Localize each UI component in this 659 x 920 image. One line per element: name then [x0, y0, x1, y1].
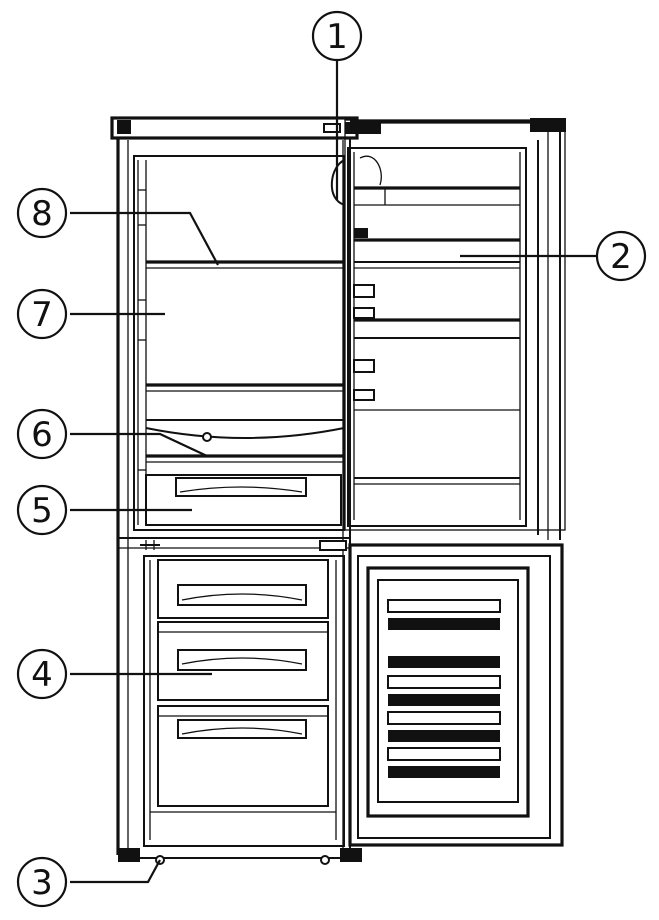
leader-6	[70, 432, 208, 457]
callout-4-label: 4	[31, 655, 53, 695]
leader-8	[70, 211, 219, 266]
fridge-cabinet	[110, 116, 362, 865]
callout-1: 1	[311, 10, 363, 62]
freezer-drawer-bottom	[157, 705, 329, 807]
callout-1-label: 1	[326, 17, 348, 57]
door-shelf-middle	[354, 318, 520, 339]
callout-8: 8	[16, 187, 68, 239]
callout-8-label: 8	[31, 194, 53, 234]
callout-6: 6	[16, 408, 68, 460]
freezer-compartment	[143, 555, 345, 847]
callout-3: 3	[16, 856, 68, 908]
callout-2: 2	[595, 230, 647, 282]
leader-3	[70, 859, 161, 884]
freezer-door	[348, 543, 564, 847]
fridge-door	[330, 118, 566, 540]
shelf-supports	[138, 189, 146, 471]
fridge-compartment	[133, 155, 345, 531]
door-shelf-top	[354, 186, 520, 206]
glass-shelf-lower	[146, 383, 344, 392]
callout-5-label: 5	[31, 491, 53, 531]
callout-3-label: 3	[31, 863, 53, 903]
freezer-drawer-top	[157, 559, 329, 619]
callout-5: 5	[16, 484, 68, 536]
leader-lines	[70, 58, 598, 884]
callout-7: 7	[16, 288, 68, 340]
crisper-drawer	[145, 474, 342, 526]
door-shelf-lower	[354, 409, 520, 485]
door-hinge	[330, 155, 382, 206]
freezer-drawer-middle	[157, 621, 329, 701]
crisper-cover	[145, 419, 345, 463]
callout-6-label: 6	[31, 415, 53, 455]
callout-7-label: 7	[31, 295, 53, 335]
door-clips	[353, 228, 375, 401]
door-shelf	[354, 238, 520, 269]
callout-4: 4	[16, 648, 68, 700]
freezer-door-ribs	[387, 599, 501, 778]
callout-2-label: 2	[610, 237, 632, 277]
glass-shelf	[146, 260, 344, 269]
